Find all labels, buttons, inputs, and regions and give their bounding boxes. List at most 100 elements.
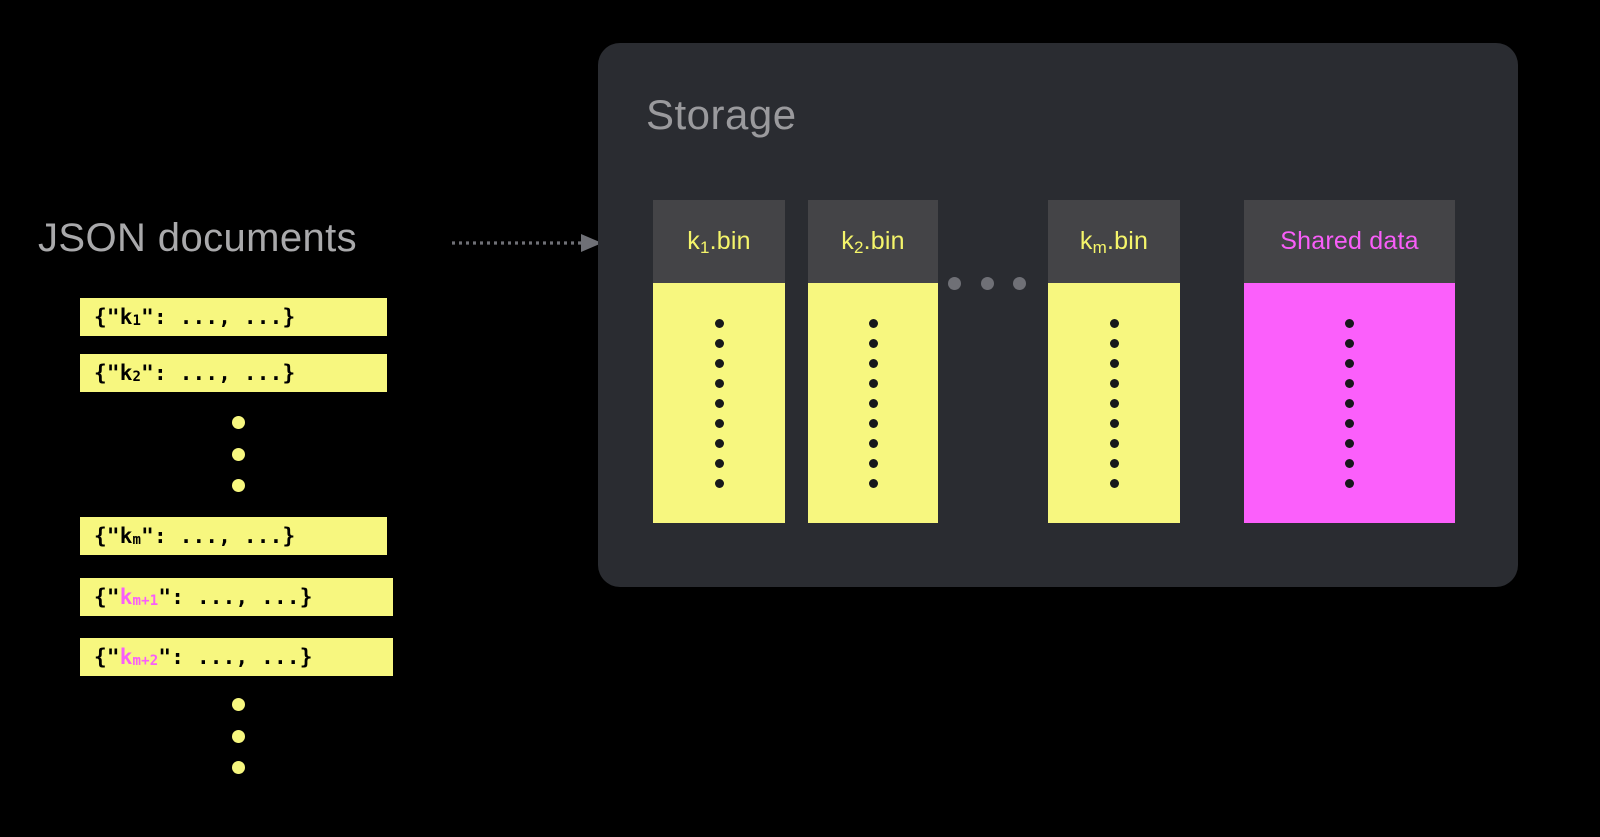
record-dot [714, 338, 724, 348]
json-row-key-subscript: m+1 [132, 593, 159, 609]
ellipsis-dot [231, 447, 245, 461]
record-dot [868, 358, 878, 368]
ellipsis-dot [231, 729, 245, 743]
record-dot [1109, 478, 1119, 488]
json-row-close: ": ..., ...} [158, 585, 313, 609]
record-dot [714, 398, 724, 408]
record-dot [868, 478, 878, 488]
record-dot [714, 358, 724, 368]
json-row-open: {" [94, 305, 120, 329]
record-dot [1109, 398, 1119, 408]
record-dot [1109, 318, 1119, 328]
storage-file-body [653, 283, 785, 523]
ellipsis-dot [1013, 277, 1026, 290]
record-dot [1345, 458, 1354, 468]
storage-file-label: Shared data [1244, 200, 1455, 283]
json-row-key: k [119, 585, 133, 609]
json-row-close: ": ..., ...} [158, 645, 313, 669]
storage-file-label-subscript: 1 [699, 237, 710, 257]
record-dot [868, 338, 878, 348]
json-row-open: {" [94, 524, 120, 548]
json-row-key: k [119, 524, 133, 548]
storage-file-column[interactable]: Shared data [1244, 200, 1455, 523]
json-row-key-subscript: m [132, 532, 142, 548]
record-dot [1345, 398, 1354, 408]
flow-arrow-icon [452, 232, 602, 254]
ellipsis-dot [231, 479, 245, 492]
ellipsis-dot [231, 416, 245, 429]
json-row-key-subscript: m+2 [132, 653, 159, 669]
record-dot [714, 478, 724, 488]
storage-file-label-suffix: .bin [863, 227, 905, 255]
record-dot [1109, 358, 1119, 368]
json-row-key: k [119, 361, 133, 385]
json-row-key-subscript: 2 [132, 369, 142, 385]
json-row-key-subscript: 1 [132, 313, 142, 329]
storage-file-label-base: k [687, 227, 700, 255]
record-dot [714, 438, 724, 448]
ellipsis-dot [948, 277, 961, 290]
json-list-ellipsis-lower [218, 698, 258, 774]
storage-file-body [808, 283, 938, 523]
record-dot [868, 438, 878, 448]
record-dot [1109, 438, 1119, 448]
record-dot [868, 398, 878, 408]
record-dot [1345, 338, 1354, 348]
storage-file-label-suffix: .bin [709, 227, 751, 255]
storage-file-label-suffix: .bin [1106, 227, 1149, 255]
record-dot [714, 318, 724, 328]
ellipsis-dot [231, 698, 245, 711]
json-row-open: {" [94, 361, 120, 385]
storage-file-label-base: k [841, 227, 854, 255]
json-row-key: k [119, 305, 133, 329]
storage-file-label-base: k [1079, 227, 1093, 255]
json-documents-title: JSON documents [38, 216, 358, 260]
record-dot [1345, 418, 1354, 428]
json-row-open: {" [94, 585, 120, 609]
record-dot [868, 418, 878, 428]
storage-file-label-subscript: 2 [853, 237, 864, 257]
json-row-close: ": ..., ...} [141, 305, 296, 329]
storage-file-body [1048, 283, 1180, 523]
ellipsis-dot [980, 277, 994, 290]
json-row-close: ": ..., ...} [141, 361, 296, 385]
record-dot [1109, 338, 1119, 348]
record-dot [1345, 438, 1354, 448]
record-dot [1109, 458, 1119, 468]
record-dot [714, 458, 724, 468]
record-dot [1345, 478, 1354, 488]
record-dot [714, 378, 724, 388]
ellipsis-dot [231, 761, 245, 774]
record-dot [714, 418, 724, 428]
storage-title: Storage [646, 91, 797, 138]
record-dot [1345, 378, 1354, 388]
storage-file-label-base: Shared data [1280, 227, 1419, 255]
record-dot [868, 318, 878, 328]
record-dot [1109, 378, 1119, 388]
json-list-ellipsis-upper [218, 416, 258, 492]
json-row-open: {" [94, 645, 120, 669]
json-row-key: k [119, 645, 133, 669]
storage-columns-ellipsis [948, 277, 1026, 290]
record-dot [1109, 418, 1119, 428]
record-dot [868, 378, 878, 388]
json-row-close: ": ..., ...} [141, 524, 296, 548]
record-dot [868, 458, 878, 468]
storage-file-label-subscript: m [1092, 237, 1107, 257]
record-dot [1345, 358, 1354, 368]
record-dot [1345, 318, 1354, 328]
storage-file-body [1244, 283, 1455, 523]
